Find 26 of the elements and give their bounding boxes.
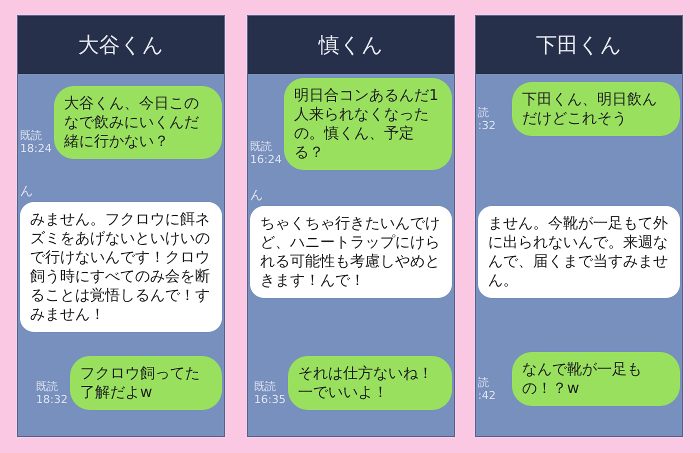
timestamp: :32 — [478, 119, 496, 132]
received-message-bubble: ません。今靴が一足もて外に出られないんで。来週なんで、届くまで当すみません。 — [478, 206, 680, 298]
sender-name: ん — [20, 183, 33, 200]
received-message-bubble: ちゃくちゃ行きたいんでけど、ハニートラップにけられる可能性も考慮しやめときます！んで！ — [250, 206, 452, 298]
chat-header: 下田くん — [476, 16, 682, 74]
read-receipt: 読 — [478, 106, 490, 119]
sent-message-bubble: フクロウ飼ってた了解だよw — [70, 356, 222, 410]
chat-header: 慎くん — [248, 16, 454, 74]
sent-message-bubble: それは仕方ないね！一でいいよ！ — [288, 356, 452, 410]
read-receipt: 既読 — [254, 380, 277, 393]
read-receipt: 既読 — [20, 129, 43, 142]
sent-message-bubble: なんで靴が一足もの！？w — [512, 352, 680, 406]
timestamp: 16:35 — [254, 393, 286, 406]
read-receipt: 読 — [478, 376, 490, 389]
sent-message-bubble: 下田くん、明日飲んだけどこれそう — [512, 82, 680, 136]
timestamp: 18:24 — [20, 142, 52, 155]
timestamp: :42 — [478, 389, 496, 402]
timestamp: 18:32 — [36, 393, 68, 406]
sent-message-bubble: 大谷くん、今日このなで飲みにいくんだ緒に行かない？ — [54, 86, 222, 159]
sender-name: ん — [250, 187, 263, 204]
chat-header: 大谷くん — [18, 16, 224, 74]
timestamp: 16:24 — [250, 153, 282, 166]
read-receipt: 既読 — [36, 380, 59, 393]
sent-message-bubble: 明日合コンあるんだ1人来られなくなったの。慎くん、予定る？ — [284, 78, 452, 170]
read-receipt: 既読 — [250, 140, 273, 153]
received-message-bubble: みません。フクロウに餌ネズミをあげないといけいので行けないんです！クロウ飼う時にすべてのみ会を断ることは覚悟しるんで！すみません！ — [20, 202, 222, 332]
